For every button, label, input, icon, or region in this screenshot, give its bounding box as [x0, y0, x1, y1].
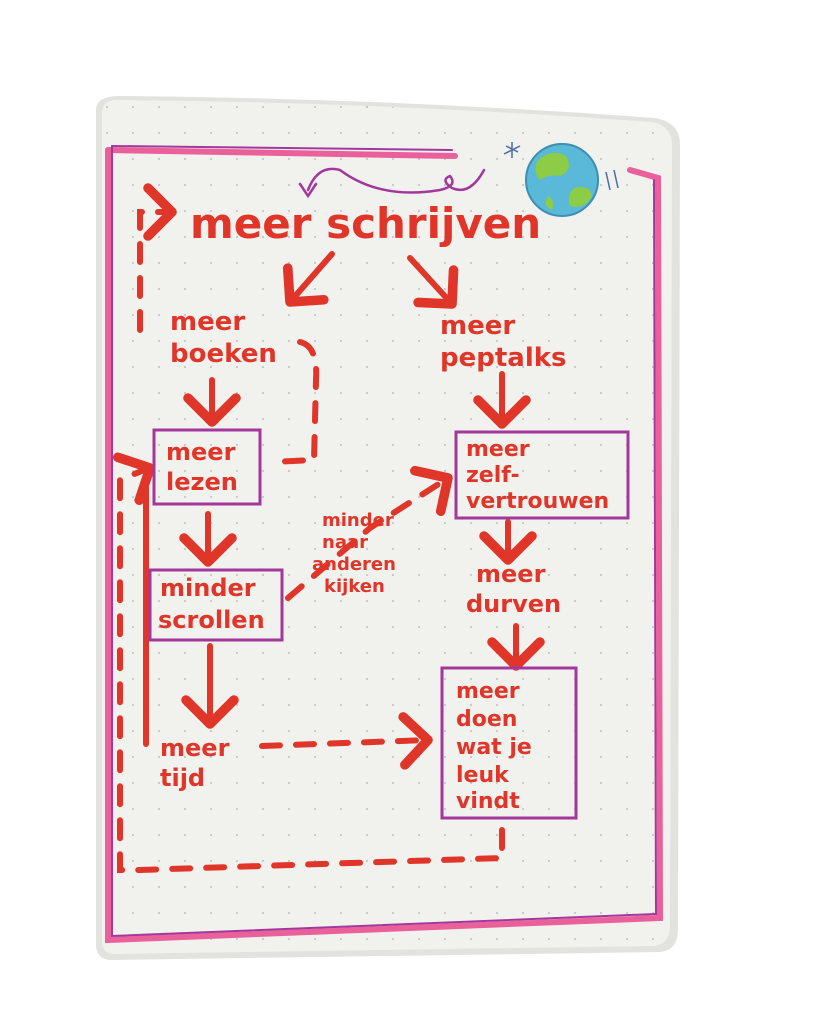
dashed-boeken-to-title	[137, 183, 177, 333]
node-doen-line4: leuk	[456, 763, 510, 788]
node-peptalks-line1: meer	[440, 311, 515, 341]
annotation-line1: minder	[322, 510, 394, 531]
dashed-scrollen-to-zelfvertrouwen	[285, 465, 453, 601]
node-lezen-line1: meer	[166, 438, 236, 466]
annotation-line3: anderen	[312, 554, 396, 575]
node-durven-line1: meer	[476, 560, 546, 588]
earth-globe-icon	[525, 143, 619, 217]
node-lezen-line2: lezen	[166, 468, 238, 496]
node-boeken-line2: boeken	[170, 339, 277, 369]
node-durven-line2: durven	[466, 590, 561, 618]
annotation-line4: kijken	[324, 576, 385, 597]
box-doen	[440, 666, 578, 820]
diagram-title: meer schrijven	[190, 199, 541, 248]
node-zelfvertrouwen-line2: zelf-	[466, 463, 520, 488]
node-boxes	[148, 428, 630, 820]
node-peptalks-line2: peptalks	[440, 343, 567, 373]
notebook-page	[96, 96, 680, 960]
box-lezen	[152, 428, 262, 506]
node-scrollen-line2: scrollen	[158, 606, 265, 634]
sparkle-icon	[503, 142, 521, 158]
node-doen-line5: vindt	[456, 789, 520, 814]
connectors-dashed	[117, 183, 505, 873]
node-scrollen-line1: minder	[160, 574, 256, 602]
box-zelfvertrouwen	[454, 430, 630, 520]
dashed-boeken-to-lezen	[269, 339, 320, 465]
node-doen-line3: wat je	[456, 735, 532, 760]
node-boeken-line1: meer	[170, 307, 245, 337]
node-tijd-line2: tijd	[160, 764, 205, 792]
page-border-frame	[105, 145, 664, 944]
node-zelfvertrouwen-line1: meer	[466, 437, 530, 462]
node-doen-line2: doen	[456, 707, 517, 732]
box-scrollen	[148, 568, 284, 642]
curly-arrow	[298, 167, 486, 199]
node-tijd-line1: meer	[160, 734, 230, 762]
arrow-title-to-peptalks	[407, 255, 459, 309]
annotation-line2: naar	[322, 532, 368, 553]
arrow-title-to-boeken	[282, 251, 335, 307]
dashed-tijd-to-doen	[259, 712, 433, 770]
node-doen-line1: meer	[456, 679, 520, 704]
node-zelfvertrouwen-line3: vertrouwen	[466, 489, 609, 514]
